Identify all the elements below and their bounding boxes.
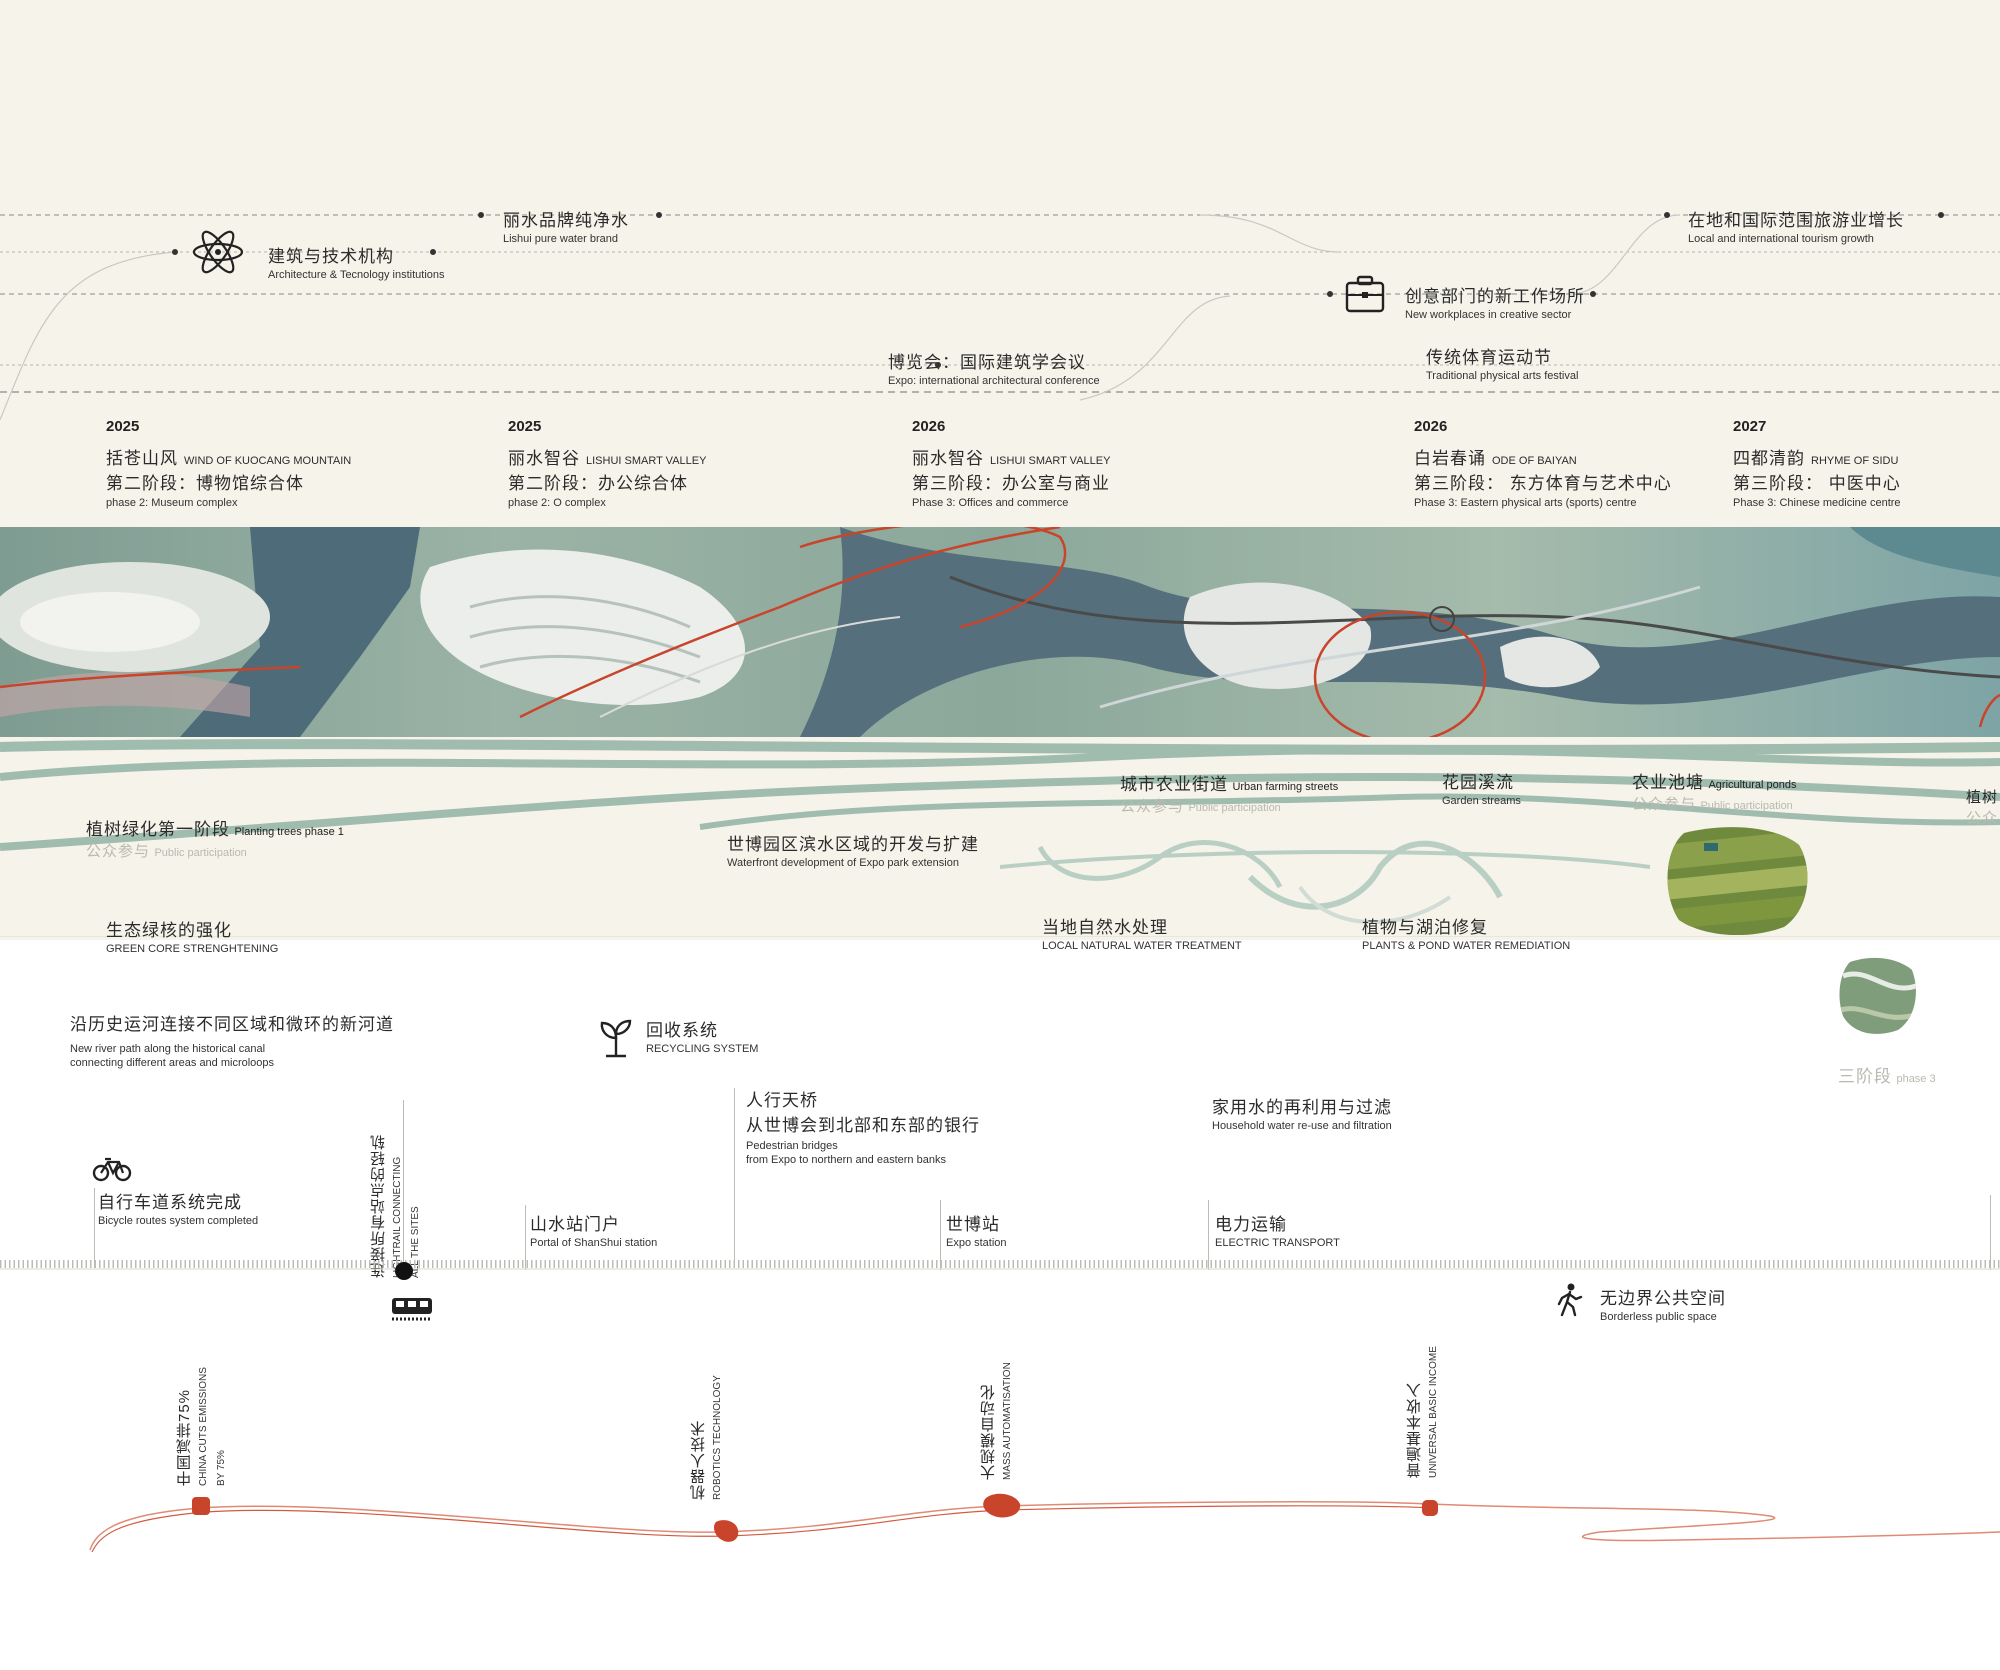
event-marker-robotics [714, 1520, 739, 1542]
label-expo-station: 世博站 Expo station [946, 1215, 1007, 1249]
label-planting-trees: 植树绿化第一阶段 Planting trees phase 1 公众参与 Pub… [86, 820, 344, 860]
label-urban-farming: 城市农业街道 Urban farming streets 公众参与 Public… [1120, 775, 1339, 815]
label-recycling: 回收系统 RECYCLING SYSTEM [646, 1021, 759, 1055]
divider [734, 1088, 735, 1268]
tram-icon [390, 1296, 434, 1327]
label-electric-transport: 电力运输 ELECTRIC TRANSPORT [1215, 1215, 1340, 1249]
green-streams-band [0, 737, 2000, 937]
event-marker-emissions [192, 1497, 210, 1515]
agricultural-field-image [1667, 827, 1808, 936]
aerial-site-map [0, 527, 2000, 737]
label-planting-cut: 植树 公众 [1966, 789, 1999, 827]
sprout-icon [598, 1018, 634, 1063]
goal-workplaces: 创意部门的新工作场所 New workplaces in creative se… [1405, 287, 1585, 321]
label-phase3: 三阶段 phase 3 [1838, 1067, 1936, 1086]
marker-dot [1664, 212, 1670, 218]
marker-dot [1938, 212, 1944, 218]
marker-dot [478, 212, 484, 218]
goal-tourism: 在地和国际范围旅游业增长 Local and international tou… [1688, 211, 1904, 245]
label-natural-water: 当地自然水处理 LOCAL NATURAL WATER TREATMENT [1042, 918, 1242, 952]
label-pedestrian-bridges: 人行天桥 从世博会到北部和东部的银行 Pedestrian bridges fr… [746, 1091, 980, 1166]
divider [525, 1205, 526, 1270]
label-garden-streams: 花园溪流 Garden streams [1442, 773, 1521, 807]
divider [1990, 1195, 1991, 1270]
goal-festival: 传统体育运动节 Traditional physical arts festiv… [1426, 348, 1579, 382]
label-lightrail: 连接所有站点的轻轨 LIGHTRAIL CONNECTING ALL THE S… [370, 1134, 421, 1278]
marker-dot [935, 362, 941, 368]
event-marker-income [1422, 1500, 1438, 1516]
marker-dot [656, 212, 662, 218]
phase3-aerial-image [1839, 957, 1916, 1034]
label-household-water: 家用水的再利用与过滤 Household water re-use and fi… [1212, 1098, 1392, 1132]
divider [940, 1200, 941, 1270]
label-bicycle: 自行车道系统完成 Bicycle routes system completed [98, 1193, 259, 1227]
label-borderless: 无边界公共空间 Borderless public space [1600, 1289, 1726, 1323]
label-agricultural-ponds: 农业池塘 Agricultural ponds 公众参与 Public part… [1632, 773, 1797, 813]
marker-dot [430, 249, 436, 255]
rail-timeline [0, 1260, 2000, 1270]
marker-dot [1327, 291, 1333, 297]
atom-icon [190, 230, 246, 279]
goal-water-brand: 丽水品牌纯净水 Lishui pure water brand [503, 211, 629, 245]
bicycle-icon [92, 1156, 132, 1187]
label-waterfront: 世博园区滨水区域的开发与扩建 Waterfront development of… [727, 835, 979, 869]
marker-dot [172, 249, 178, 255]
event-marker-automation [983, 1493, 1021, 1518]
label-new-river: 沿历史运河连接不同区域和微环的新河道 New river path along … [70, 1015, 394, 1069]
goal-expo: 博览会：国际建筑学会议 Expo: international architec… [888, 353, 1100, 387]
walking-person-icon [1556, 1283, 1584, 1322]
divider [403, 1100, 404, 1270]
global-trend-line [89, 1493, 2000, 1553]
marker-dot [1590, 291, 1596, 297]
divider [94, 1188, 95, 1268]
divider [1208, 1200, 1209, 1270]
rail-station-dot [395, 1262, 413, 1280]
label-plants-pond: 植物与湖泊修复 PLANTS & POND WATER REMEDIATION [1362, 918, 1571, 952]
goal-architecture: 建筑与技术机构 Architecture & Tecnology institu… [268, 247, 445, 281]
briefcase-icon [1344, 274, 1386, 319]
label-green-core: 生态绿核的强化 GREEN CORE STRENGHTENING [106, 921, 279, 955]
label-shanshui-station: 山水站门户 Portal of ShanShui station [530, 1215, 658, 1249]
